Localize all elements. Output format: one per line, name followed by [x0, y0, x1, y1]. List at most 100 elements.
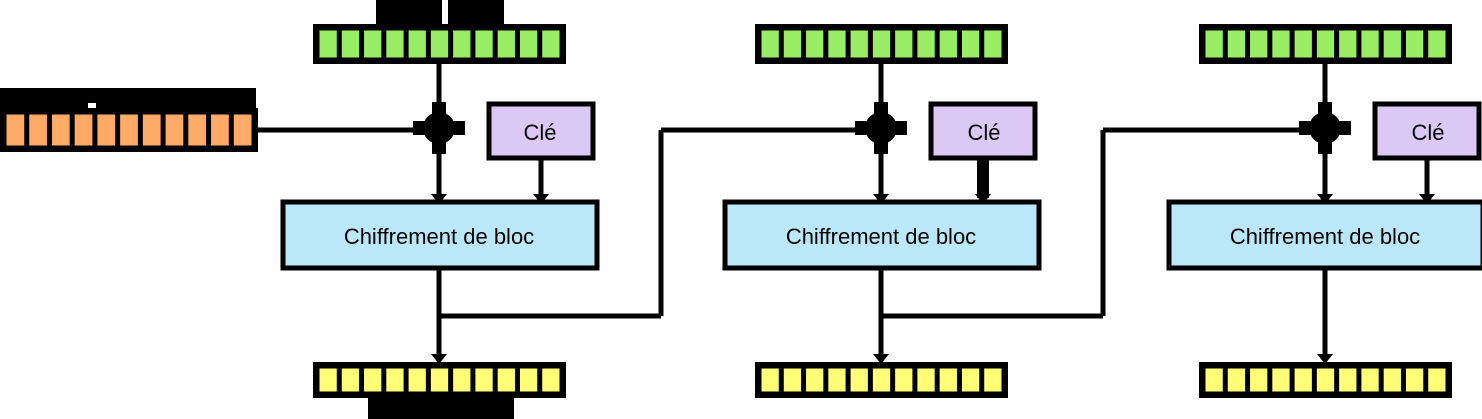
key-arrow-1 [533, 194, 549, 204]
ciphertext-block-2-cell [849, 367, 869, 393]
iv-block-cell [73, 113, 94, 147]
xor-arrow-2 [873, 194, 889, 204]
plaintext-block-2-cell [983, 29, 1003, 59]
xor-arrow-3 [1317, 194, 1333, 204]
plaintext-block-3-cell [1293, 29, 1313, 59]
ciphertext-block-3 [1199, 362, 1452, 398]
plaintext-block-2 [755, 24, 1008, 64]
ciphertext-block-3-cell [1360, 367, 1380, 393]
key-arrow-2 [975, 194, 991, 204]
ciphertext-block-3-cell [1249, 367, 1269, 393]
plaintext-block-1 [313, 24, 566, 64]
cipher-box-3 [1166, 199, 1482, 271]
output-arrow-3 [1317, 354, 1333, 364]
iv-block-cell [232, 113, 253, 147]
iv-block-cell [164, 113, 185, 147]
ciphertext-block-3-cell [1382, 367, 1402, 393]
cipher-box-1 [280, 199, 600, 271]
plaintext-block-3-cell [1360, 29, 1380, 59]
ciphertext-block-1-cell [407, 367, 427, 393]
ciphertext-block-3-cell [1226, 367, 1247, 393]
ciphertext-block-3-cell [1293, 367, 1313, 393]
output-arrow-1 [431, 354, 447, 364]
ciphertext-block-2-cell [960, 367, 981, 393]
iv-block [0, 108, 258, 152]
ciphertext-block-3-cell [1271, 367, 1291, 393]
ciphertext-block-1-cell [318, 367, 338, 393]
iv-block-cell [50, 113, 71, 147]
key-box-2 [928, 101, 1038, 161]
ciphertext-block-3-cell [1315, 367, 1336, 393]
plaintext-block-2-cell [871, 29, 892, 59]
ciphertext-block-1-cell [340, 367, 361, 393]
iv-block-cell [141, 113, 162, 147]
ciphertext-block-2-cell [983, 367, 1003, 393]
output-arrow-2 [873, 354, 889, 364]
plaintext-block-2-cell [849, 29, 869, 59]
xor-node-3-hbar [1299, 121, 1351, 135]
ciphertext-block-1-cell [363, 367, 383, 393]
ciphertext-block-2-cell [871, 367, 892, 393]
plaintext-block-1-cell [407, 29, 427, 59]
connection-lines [258, 64, 1435, 364]
key-arrow-3 [1419, 194, 1435, 204]
ciphertext-block-1-cell [541, 367, 561, 393]
key-label-3: Clé [1411, 120, 1444, 145]
plaintext-block-2-cell [938, 29, 958, 59]
ciphertext-block-3-cell [1204, 367, 1224, 393]
ciphertext-block-2-cell [827, 367, 847, 393]
plaintext-block-1-cell [385, 29, 405, 59]
ciphertext-block-1-cell [452, 367, 472, 393]
plaintext-block-1-cell [496, 29, 516, 59]
plaintext-block-1-cell [474, 29, 494, 59]
ciphertext-block-1-cell [496, 367, 516, 393]
key-label-1: Clé [523, 120, 556, 145]
plaintext-block-3-cell [1382, 29, 1402, 59]
ciphertext-block-2-cell [782, 367, 803, 393]
plaintext-block-3-cell [1204, 29, 1224, 59]
ciphertext-block-2-cell [938, 367, 958, 393]
ciphertext-block-3-cell [1427, 367, 1447, 393]
plaintext-block-2-cell [760, 29, 780, 59]
xor-node-3 [1299, 102, 1351, 154]
xor-node-1-hbar [413, 121, 465, 135]
xor-node-1 [413, 102, 465, 154]
iv-block-cell [119, 113, 139, 147]
ciphertext-block-2-cell [760, 367, 780, 393]
plaintext-block-3-cell [1226, 29, 1247, 59]
plaintext-block-3 [1199, 24, 1452, 64]
ciphertext-block-2-cell [916, 367, 936, 393]
iv-block-cell [28, 113, 48, 147]
key-box-3 [1372, 101, 1482, 161]
ciphertext-block-1-cell [385, 367, 405, 393]
key-label-2: Clé [967, 120, 1000, 145]
ciphertext-block-3-cell [1404, 367, 1425, 393]
cipher-label-1: Chiffrement de bloc [344, 224, 534, 249]
plaintext-block-2-cell [894, 29, 914, 59]
ciphertext-block-1-cell [429, 367, 450, 393]
iv-block-cell [96, 113, 117, 147]
iv-header-bar [0, 88, 256, 110]
iv-block-cell [210, 113, 230, 147]
plaintext-block-2-cell [782, 29, 803, 59]
ciphertext-block-2 [755, 362, 1008, 398]
plaintext-block-2-cell [827, 29, 847, 59]
cipher-label-3: Chiffrement de bloc [1230, 224, 1420, 249]
ciphertext-block-1-cell [518, 367, 539, 393]
key-box-1 [486, 101, 596, 161]
plaintext-block-3-cell [1338, 29, 1358, 59]
xor-arrow-1 [431, 194, 447, 204]
plaintext-block-1-cell [363, 29, 383, 59]
iv-block-cell [5, 113, 26, 147]
cipher-label-2: Chiffrement de bloc [786, 224, 976, 249]
plaintext-block-3-cell [1271, 29, 1291, 59]
xor-node-2-hbar [855, 121, 907, 135]
plaintext-block-3-cell [1315, 29, 1336, 59]
plaintext-block-1-cell [518, 29, 539, 59]
plaintext-block-1-cell [429, 29, 450, 59]
plaintext-block-2-cell [805, 29, 825, 59]
plaintext-block-1-cell [340, 29, 361, 59]
plaintext-block-2-cell [960, 29, 981, 59]
